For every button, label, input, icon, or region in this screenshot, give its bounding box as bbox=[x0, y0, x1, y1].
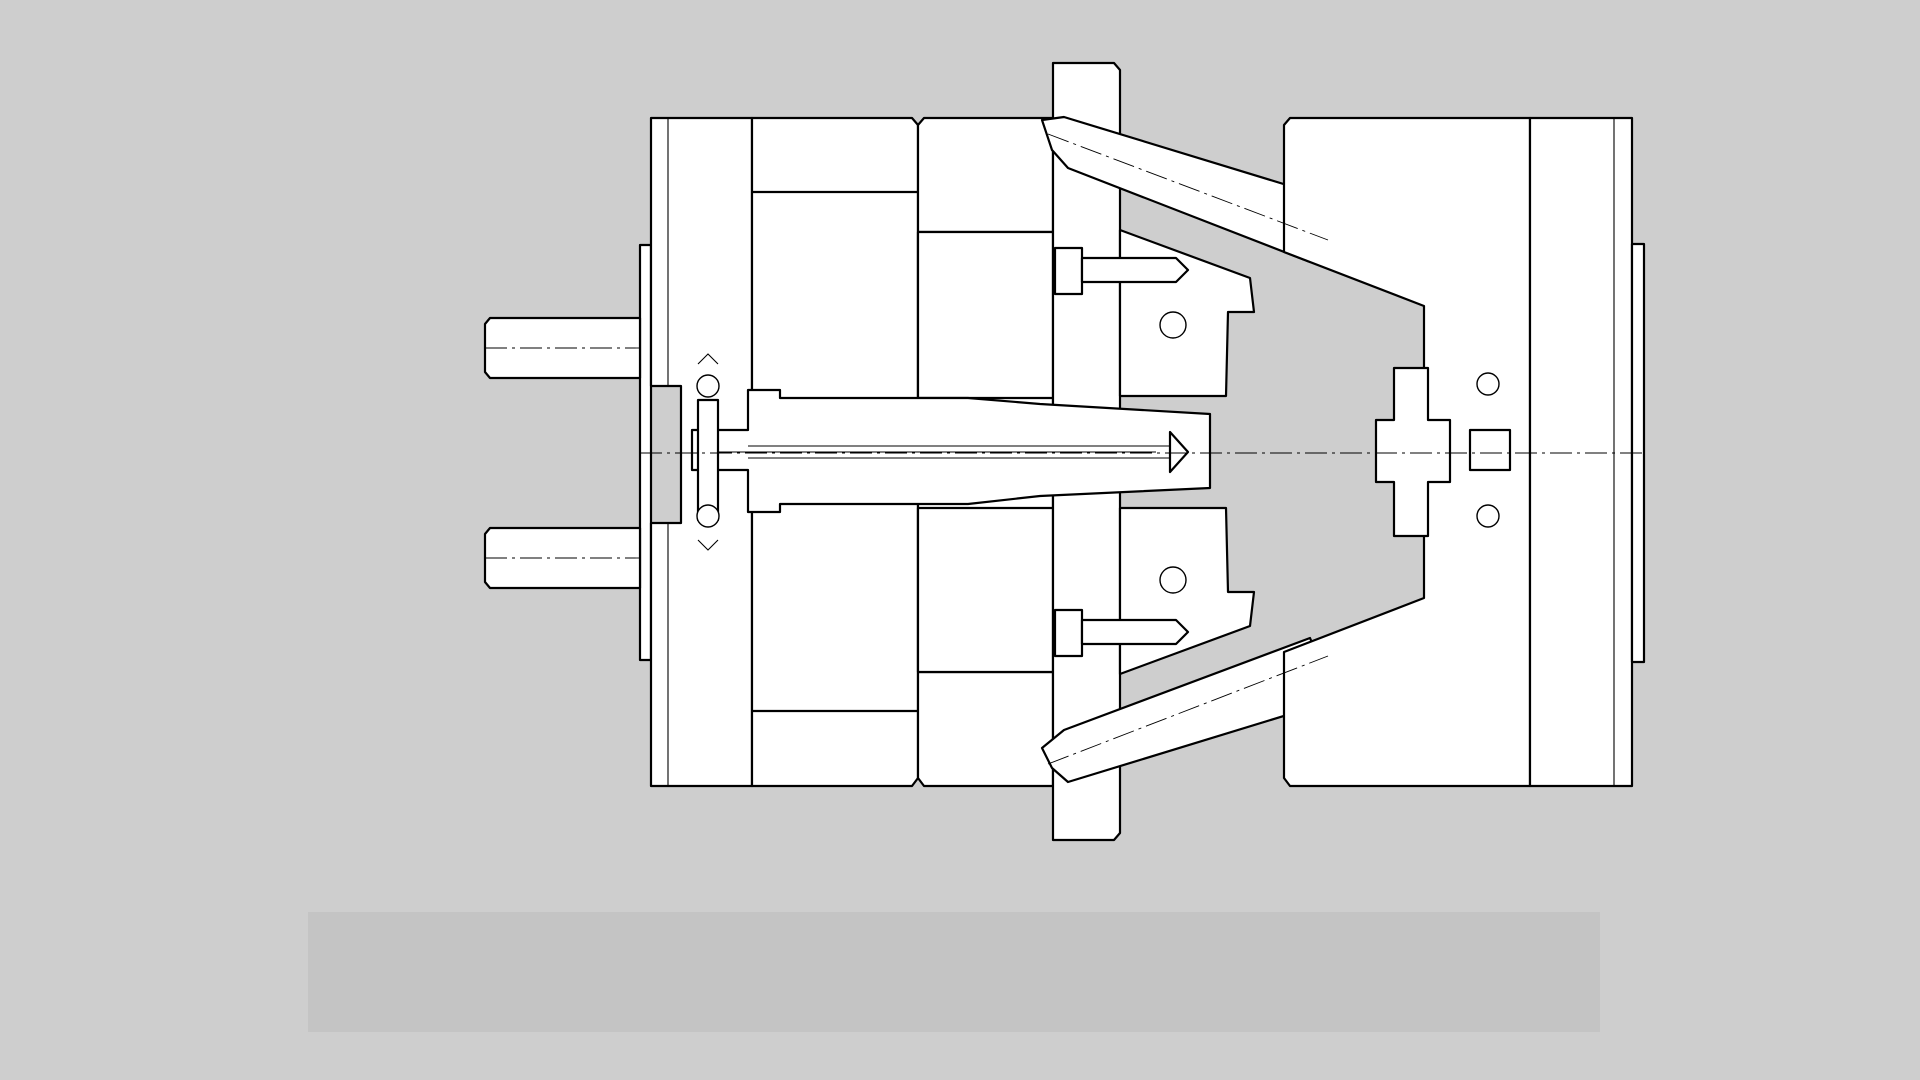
slide-axis bbox=[1047, 133, 1329, 241]
caption-panel bbox=[308, 912, 1600, 1032]
locating-flange bbox=[638, 243, 653, 662]
sprue-body bbox=[690, 388, 1212, 514]
slide-axis bbox=[1047, 655, 1329, 765]
cap-screws bbox=[1053, 246, 1190, 658]
sprue-tip bbox=[1168, 430, 1190, 474]
locating-ring bbox=[696, 398, 720, 522]
cap-screw-lower-shank bbox=[1080, 618, 1190, 646]
dowel-hole bbox=[1159, 566, 1187, 594]
centre-lines bbox=[485, 133, 1644, 765]
guide-pins bbox=[483, 316, 642, 590]
moving-clamp-plate bbox=[1528, 116, 1634, 788]
dowel-hole bbox=[1159, 311, 1187, 339]
slide-retainers bbox=[1118, 228, 1256, 676]
retainer-upper bbox=[1118, 228, 1256, 398]
retainer-lower bbox=[1118, 506, 1256, 676]
insert-block bbox=[916, 230, 1055, 400]
ejector-core bbox=[1374, 366, 1452, 538]
cap-screw-upper-shank bbox=[1080, 256, 1190, 284]
ejector-pin bbox=[1468, 428, 1512, 472]
cap-screw-upper bbox=[1053, 246, 1084, 296]
ring-screw-head bbox=[697, 353, 719, 551]
ejector-screw-hole bbox=[1476, 504, 1500, 528]
ring-screw-hole bbox=[696, 374, 720, 398]
cap-screw-lower bbox=[1053, 608, 1084, 658]
ejector-screw-hole bbox=[1476, 372, 1500, 396]
insert-block bbox=[916, 506, 1055, 674]
ring-screw-hole bbox=[696, 504, 720, 528]
sprue-bushing bbox=[690, 353, 1212, 551]
moving-mold-half bbox=[1282, 116, 1646, 788]
